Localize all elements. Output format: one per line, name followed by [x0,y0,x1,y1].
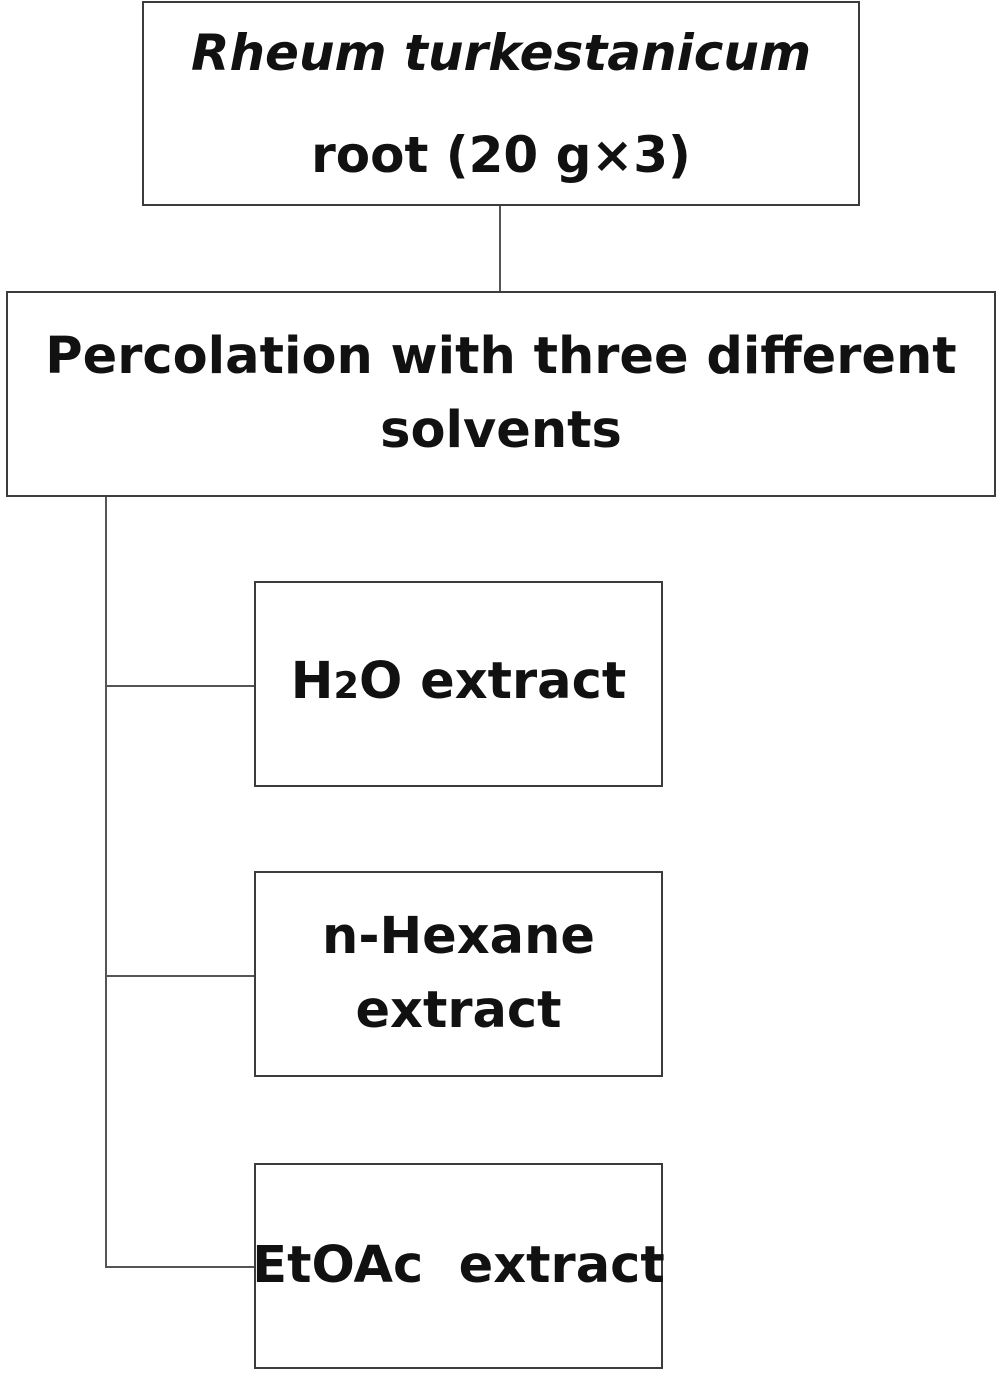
connector-trunk-vertical [105,497,107,1268]
species-name: Rheum turkestanicum [190,23,812,82]
material-amount: root (20 g×3) [311,125,691,184]
etoac-extract-label: EtOAc extract [252,1236,665,1295]
connector-branch-hexane [105,975,255,977]
percolation-label: Percolation with three different solvent… [45,327,957,460]
connector-branch-water [105,685,255,687]
water-extract-label: H2O extract [290,652,627,711]
hexane-extract-line2: extract [355,981,562,1040]
connector-source-to-percolation [499,206,501,292]
connector-branch-etoac [105,1266,255,1268]
hexane-extract-box: n-Hexane extract [254,871,663,1077]
water-extract-box: H2O extract [254,581,663,787]
etoac-extract-box: EtOAc extract [252,1163,665,1369]
hexane-extract-line1: n-Hexane [322,907,595,966]
source-material-box: Rheum turkestanicum root (20 g×3) [142,1,860,206]
percolation-step-box: Percolation with three different solvent… [6,291,996,497]
